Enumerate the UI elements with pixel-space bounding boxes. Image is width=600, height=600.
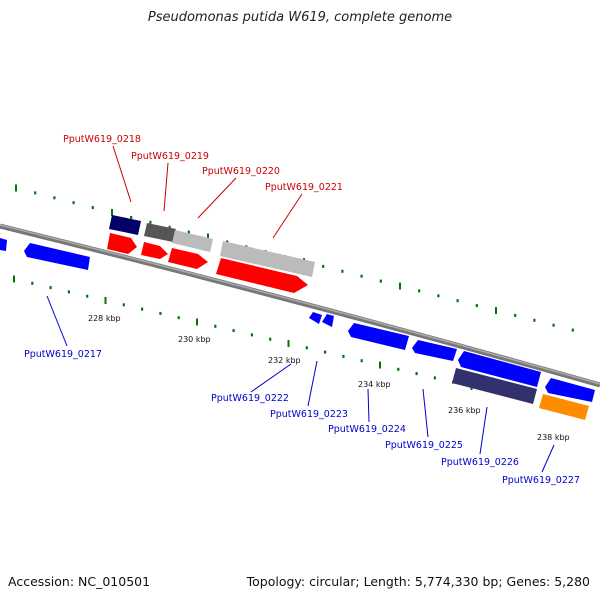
forward-gene-0221[interactable] bbox=[216, 258, 308, 293]
genome-backbone-highlight bbox=[0, 224, 600, 385]
tick-label: 232 kbp bbox=[268, 356, 301, 365]
genome-summary-text: Topology: circular; Length: 5,774,330 bp… bbox=[246, 574, 590, 589]
cog-box-0219[interactable] bbox=[144, 223, 176, 242]
gene-label-forward[interactable]: PputW619_0218 bbox=[63, 134, 141, 145]
leader-line bbox=[541, 444, 555, 473]
tick-label: 236 kbp bbox=[448, 406, 481, 415]
reverse-gene-0222[interactable] bbox=[309, 312, 322, 324]
leader-line bbox=[46, 295, 68, 347]
leader-line bbox=[307, 360, 318, 407]
leader-line bbox=[197, 177, 237, 219]
cog-box-0218[interactable] bbox=[109, 215, 141, 235]
tick-label: 238 kbp bbox=[537, 433, 570, 442]
reverse-gene-0223[interactable] bbox=[322, 314, 334, 327]
leader-line bbox=[112, 145, 132, 203]
gene-features bbox=[0, 215, 595, 420]
gene-label-forward[interactable]: PputW619_0221 bbox=[265, 182, 343, 193]
cog-box-0220[interactable] bbox=[172, 230, 213, 252]
cog-box-0221[interactable] bbox=[220, 241, 315, 277]
cog-box-0226[interactable] bbox=[452, 368, 537, 404]
leader-line bbox=[272, 193, 303, 239]
reverse-gene-0225[interactable] bbox=[412, 340, 457, 361]
reverse-gene-0224[interactable] bbox=[348, 323, 409, 350]
leader-line bbox=[250, 363, 292, 393]
gene-label-reverse[interactable]: PputW619_0217 bbox=[24, 349, 102, 360]
gene-label-reverse[interactable]: PputW619_0226 bbox=[441, 457, 519, 468]
map-title: Pseudomonas putida W619, complete genome bbox=[147, 10, 453, 25]
forward-gene-0218[interactable] bbox=[107, 233, 137, 254]
leader-line bbox=[367, 388, 370, 423]
tick-label: 228 kbp bbox=[88, 314, 121, 323]
gene-label-reverse[interactable]: PputW619_0227 bbox=[502, 475, 580, 486]
gene-label-reverse[interactable]: PputW619_0225 bbox=[385, 440, 463, 451]
reverse-gene-0226[interactable] bbox=[458, 351, 541, 387]
accession-text: Accession: NC_010501 bbox=[8, 574, 151, 589]
gene-label-reverse[interactable]: PputW619_0223 bbox=[270, 409, 348, 420]
gene-label-reverse[interactable]: PputW619_0222 bbox=[211, 393, 289, 404]
tick-label: 234 kbp bbox=[358, 380, 391, 389]
reverse-gene-0217[interactable] bbox=[24, 243, 90, 270]
leader-line bbox=[422, 388, 429, 438]
gene-label-forward[interactable]: PputW619_0220 bbox=[202, 166, 280, 177]
forward-gene-0219[interactable] bbox=[141, 242, 168, 259]
gene-label-reverse[interactable]: PputW619_0224 bbox=[328, 424, 406, 435]
tick-label: 230 kbp bbox=[178, 335, 211, 344]
gene-label-forward[interactable]: PputW619_0219 bbox=[131, 151, 209, 162]
leader-line bbox=[163, 162, 169, 212]
genome-backbone bbox=[0, 223, 600, 388]
reverse-gene-0216[interactable] bbox=[0, 238, 7, 251]
reverse-gene-0227[interactable] bbox=[545, 378, 595, 402]
forward-gene-0220[interactable] bbox=[168, 248, 208, 269]
cog-box-0227[interactable] bbox=[539, 394, 589, 420]
leader-line bbox=[479, 406, 488, 455]
gene-labels: PputW619_0218PputW619_0219PputW619_0220P… bbox=[24, 134, 580, 486]
